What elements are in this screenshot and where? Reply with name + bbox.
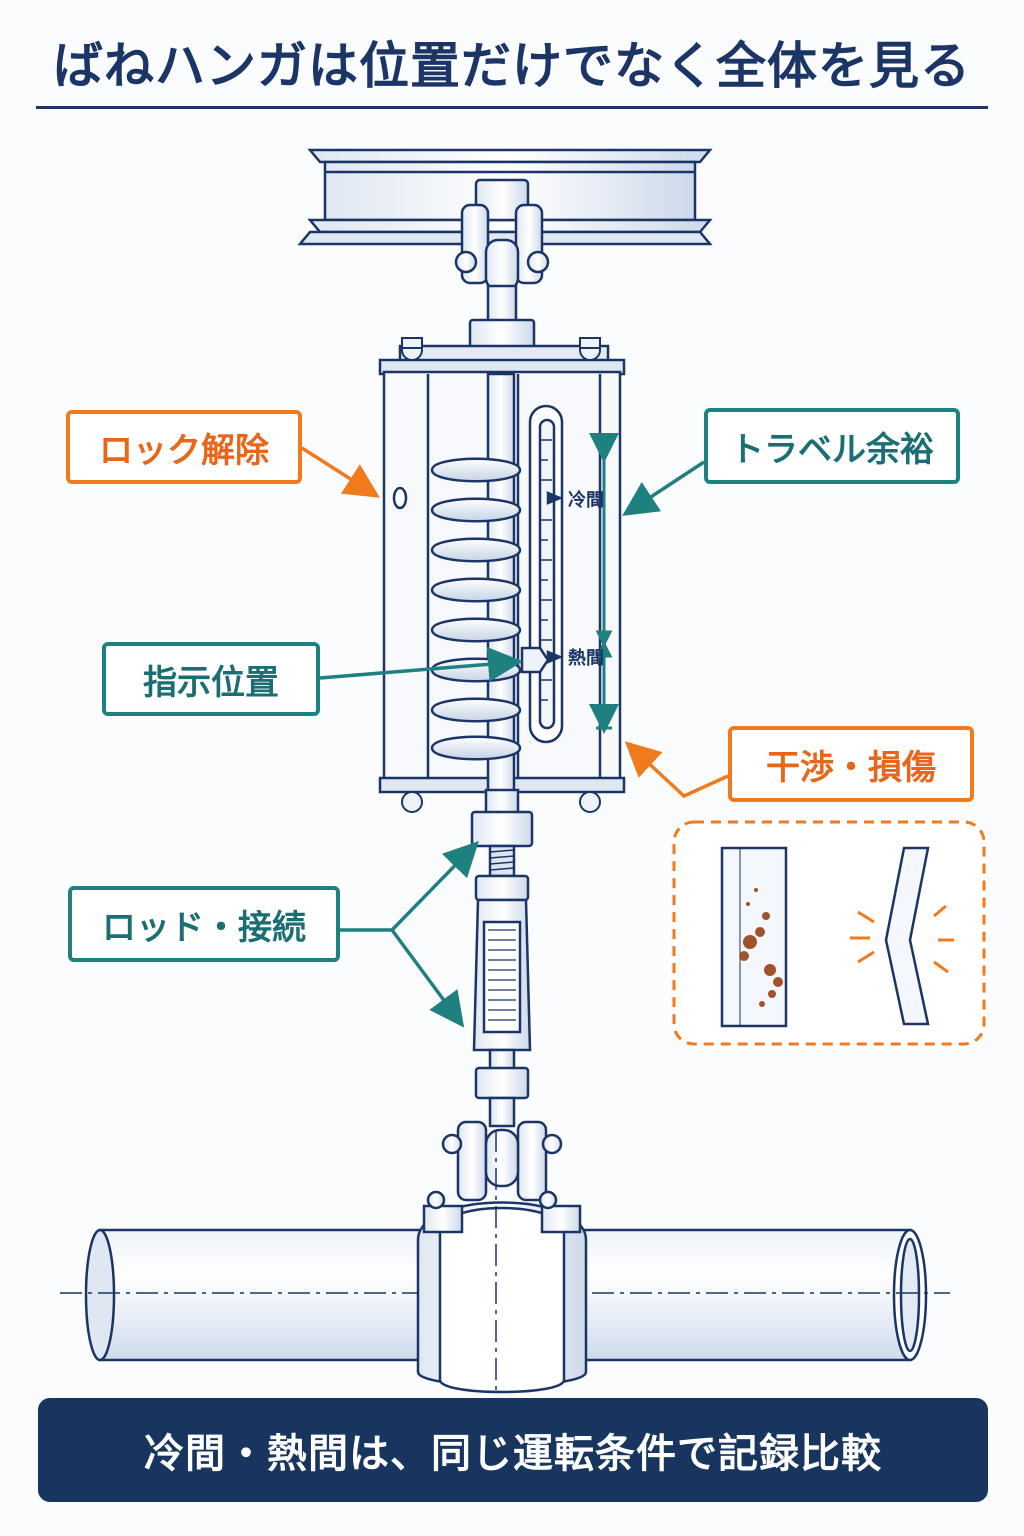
page-title: ばねハンガは位置だけでなく全体を見る <box>53 37 971 95</box>
bent-rod <box>884 846 930 1026</box>
travel-range-arrow <box>589 433 619 734</box>
upper-rod <box>468 284 536 350</box>
indicator-scale <box>520 404 564 744</box>
hot-position-label: 熱間 <box>568 647 604 669</box>
damage-inset <box>672 820 986 1046</box>
i-beam <box>297 148 713 246</box>
impact-lines <box>850 904 954 974</box>
title-underline <box>36 106 988 109</box>
rust-spots <box>739 888 783 1007</box>
bottom-banner: 冷間・熱間は、同じ運転条件で記録比較 <box>38 1398 988 1502</box>
callout-travel-margin: トラベル余裕 <box>704 408 960 484</box>
cold-position-label: 冷間 <box>568 489 604 511</box>
callout-lock-release: ロック解除 <box>66 410 302 484</box>
bottom-clevis <box>441 1120 563 1202</box>
callout-indicator-position: 指示位置 <box>102 642 320 716</box>
callout-rod-connection: ロッド・接続 <box>68 886 340 962</box>
top-clevis <box>454 178 550 292</box>
spring-coil <box>430 372 522 796</box>
callout-arrows <box>301 446 729 1028</box>
callout-interference-damage: 干渉・損傷 <box>728 726 974 802</box>
lower-rod-assembly <box>470 788 534 1128</box>
pipe-clamp <box>416 1130 588 1394</box>
can-bolts <box>401 337 601 813</box>
